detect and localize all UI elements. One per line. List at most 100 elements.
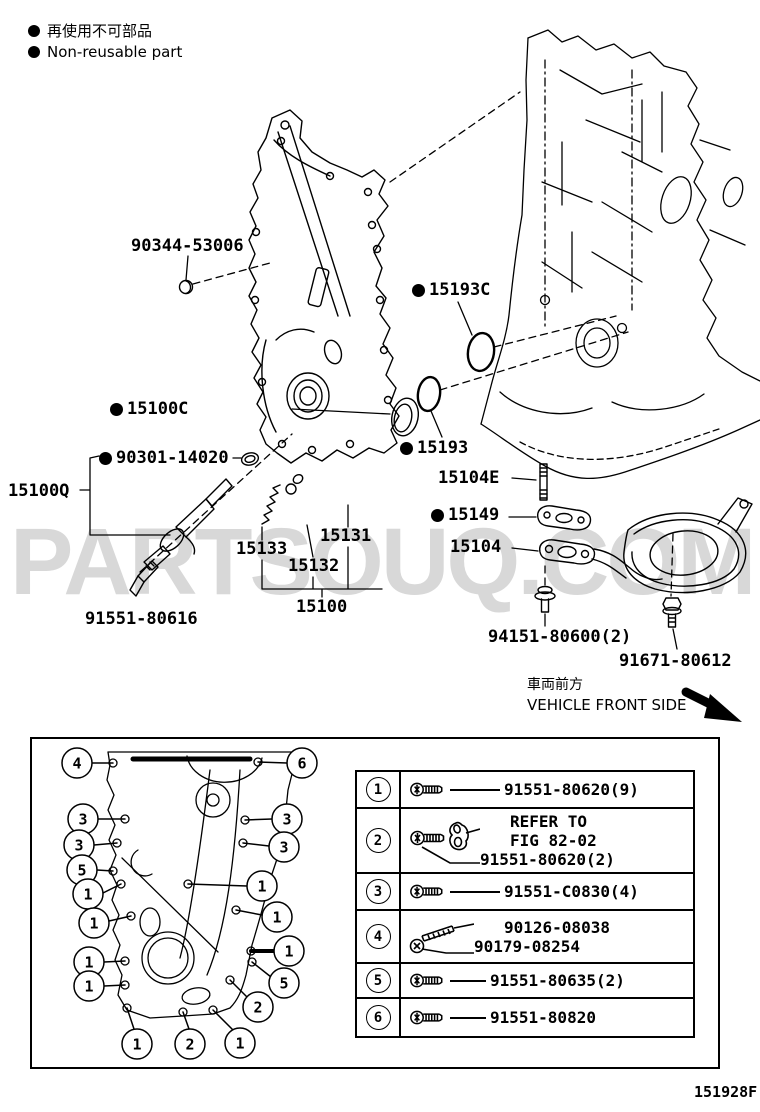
timing-cover-drawing — [248, 109, 400, 464]
part-label-90344: 90344-53006 — [131, 236, 244, 256]
svg-text:1: 1 — [84, 954, 93, 972]
part-label-15149: 15149 — [431, 505, 499, 525]
callout-number-badge: 6 — [365, 1005, 391, 1030]
leader-line — [450, 890, 500, 893]
part-label-15193C: 15193C — [412, 280, 490, 300]
oil-strainer-part — [539, 497, 753, 594]
svg-text:3: 3 — [74, 837, 83, 855]
callout-2a: 2 — [229, 979, 274, 1023]
part-label-15104E: 15104E — [438, 468, 500, 488]
figure-number: 151928F — [694, 1083, 758, 1101]
legend-jp-text: 再使用不可部品 — [47, 22, 153, 40]
svg-text:1: 1 — [257, 878, 266, 896]
legend-row-en: Non-reusable part — [28, 41, 182, 62]
svg-text:1: 1 — [89, 915, 98, 933]
svg-text:1: 1 — [83, 886, 92, 904]
svg-text:3: 3 — [282, 811, 291, 829]
callout-3b: 3 — [63, 829, 118, 861]
plug-part — [178, 279, 194, 295]
gasket-15149-part — [537, 505, 592, 531]
leader-line — [450, 1016, 486, 1019]
part-label-15100Q: 15100Q — [8, 481, 70, 501]
table-row: 1 91551-80620(9) — [357, 772, 693, 807]
callout-1f: 1 — [73, 970, 126, 1002]
callout-1g: 1 — [249, 935, 305, 967]
part-label-15100: 15100 — [296, 597, 348, 617]
callout-number-badge: 2 — [365, 828, 391, 853]
bottom-callouts: 4 6 3 3 5 1 3 3 1 1 1 1 1 1 5 2 1 2 1 — [61, 747, 318, 1060]
part-label-15131: 15131 — [320, 526, 372, 546]
valve-spring-parts — [261, 473, 304, 525]
part-label-15133: 15133 — [236, 539, 288, 559]
callout-3c: 3 — [244, 803, 303, 835]
svg-text:1: 1 — [272, 909, 281, 927]
callout-1i: 1 — [212, 1009, 256, 1059]
svg-text:5: 5 — [279, 975, 288, 993]
table-row: 5 91551-80635(2) — [357, 962, 693, 997]
callout-5a: 5 — [66, 854, 114, 886]
svg-text:1: 1 — [235, 1035, 244, 1053]
bolt-icon — [408, 1007, 446, 1028]
non-reusable-dot-icon — [28, 45, 40, 58]
bottom-section-frame — [30, 737, 720, 1069]
leader-line — [450, 788, 500, 791]
projection-lines — [139, 91, 674, 597]
callout-1c: 1 — [235, 901, 293, 933]
table-row: 4 90126-08038 90179-08254 — [357, 909, 693, 962]
svg-text:2: 2 — [253, 999, 262, 1017]
stud-and-nut-icon — [409, 922, 474, 954]
callout-number-badge: 5 — [365, 968, 391, 993]
non-reusable-dot-icon — [412, 283, 425, 297]
callout-1h: 1 — [121, 1007, 153, 1060]
non-reusable-dot-icon — [431, 508, 444, 522]
callout-1d: 1 — [78, 907, 132, 939]
bolt-icon — [408, 970, 446, 991]
part-label-15193: 15193 — [400, 438, 468, 458]
callout-number-badge: 3 — [365, 879, 391, 904]
legend: 再使用不可部品 Non-reusable part — [28, 20, 182, 62]
svg-text:6: 6 — [297, 755, 306, 773]
part-label-15104: 15104 — [450, 537, 502, 557]
oring-15193C-part — [466, 331, 496, 373]
front-side-jp: 車両前方 — [527, 677, 583, 693]
callout-1b: 1 — [187, 870, 278, 902]
bolt-icon — [408, 881, 446, 902]
part-label-94151: 94151-80600(2) — [488, 627, 632, 647]
bolt-and-plate-icon — [410, 821, 480, 864]
sensor-bolt-part — [129, 560, 159, 597]
table-row: 3 91551-C0830(4) — [357, 872, 693, 909]
leader-lines — [79, 255, 678, 650]
callout-5b: 5 — [251, 961, 300, 999]
svg-text:1: 1 — [84, 978, 93, 996]
bolt-91671-part — [662, 597, 682, 628]
vehicle-front-side-note: 車両前方 VEHICLE FRONT SIDE — [527, 676, 687, 715]
oring-90301-part — [240, 452, 260, 466]
table-row: 6 91551-80820 — [357, 997, 693, 1036]
table-row: 2 REFER TO FIG 82-02 91551-80620(2) — [357, 807, 693, 872]
non-reusable-dot-icon — [110, 402, 123, 416]
svg-text:2: 2 — [185, 1036, 194, 1054]
callout-number-badge: 4 — [365, 924, 391, 949]
part-label-15132: 15132 — [288, 556, 340, 576]
svg-text:4: 4 — [72, 755, 81, 773]
front-side-en: VEHICLE FRONT SIDE — [527, 696, 687, 714]
svg-text:3: 3 — [78, 811, 87, 829]
legend-row-jp: 再使用不可部品 — [28, 20, 182, 41]
svg-text:1: 1 — [132, 1036, 141, 1054]
part-label-91551-80616: 91551-80616 — [85, 609, 198, 629]
vehicle-front-arrow-icon — [681, 687, 742, 722]
stud-15104E-part — [539, 463, 548, 501]
callout-4: 4 — [61, 747, 114, 779]
callout-number-badge: 1 — [365, 777, 391, 802]
svg-text:1: 1 — [284, 943, 293, 961]
callout-3d: 3 — [242, 831, 300, 863]
part-label-90301: 90301-14020 — [99, 448, 229, 468]
engine-block-drawing — [480, 29, 760, 480]
callout-2b: 2 — [174, 1011, 206, 1060]
non-reusable-dot-icon — [28, 24, 40, 37]
non-reusable-dot-icon — [99, 451, 112, 465]
bolt-icon — [408, 779, 446, 800]
legend-en-text: Non-reusable part — [47, 42, 183, 61]
